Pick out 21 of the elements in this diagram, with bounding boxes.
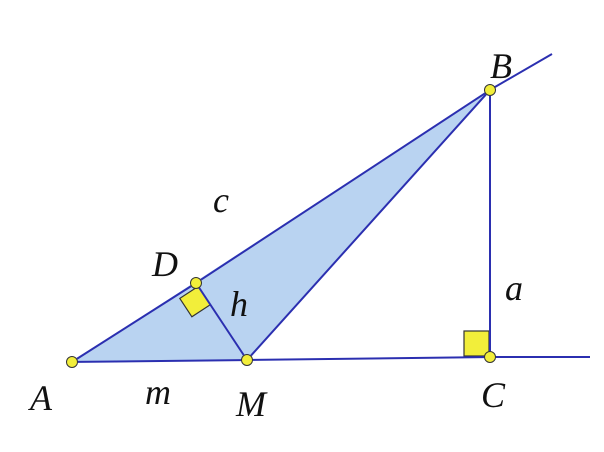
line-segment bbox=[489, 96, 491, 351]
line-segment bbox=[200, 92, 486, 281]
point-label: B bbox=[490, 48, 512, 84]
point-label: C bbox=[481, 377, 506, 413]
point-marker bbox=[241, 354, 253, 366]
line-segment bbox=[198, 287, 245, 356]
line-segment bbox=[250, 94, 487, 356]
length-label: a bbox=[505, 270, 523, 306]
point-label: M bbox=[236, 386, 266, 422]
line-segment bbox=[252, 356, 484, 361]
point-marker bbox=[66, 356, 78, 368]
length-label: h bbox=[230, 286, 248, 322]
point-marker bbox=[484, 351, 496, 363]
length-label: c bbox=[213, 182, 229, 218]
point-marker bbox=[190, 277, 202, 289]
line-segment bbox=[78, 359, 242, 363]
point-marker bbox=[484, 84, 496, 96]
line-segment bbox=[76, 285, 192, 360]
point-label: A bbox=[30, 380, 52, 416]
point-label: D bbox=[152, 246, 178, 282]
length-label: m bbox=[145, 374, 171, 410]
